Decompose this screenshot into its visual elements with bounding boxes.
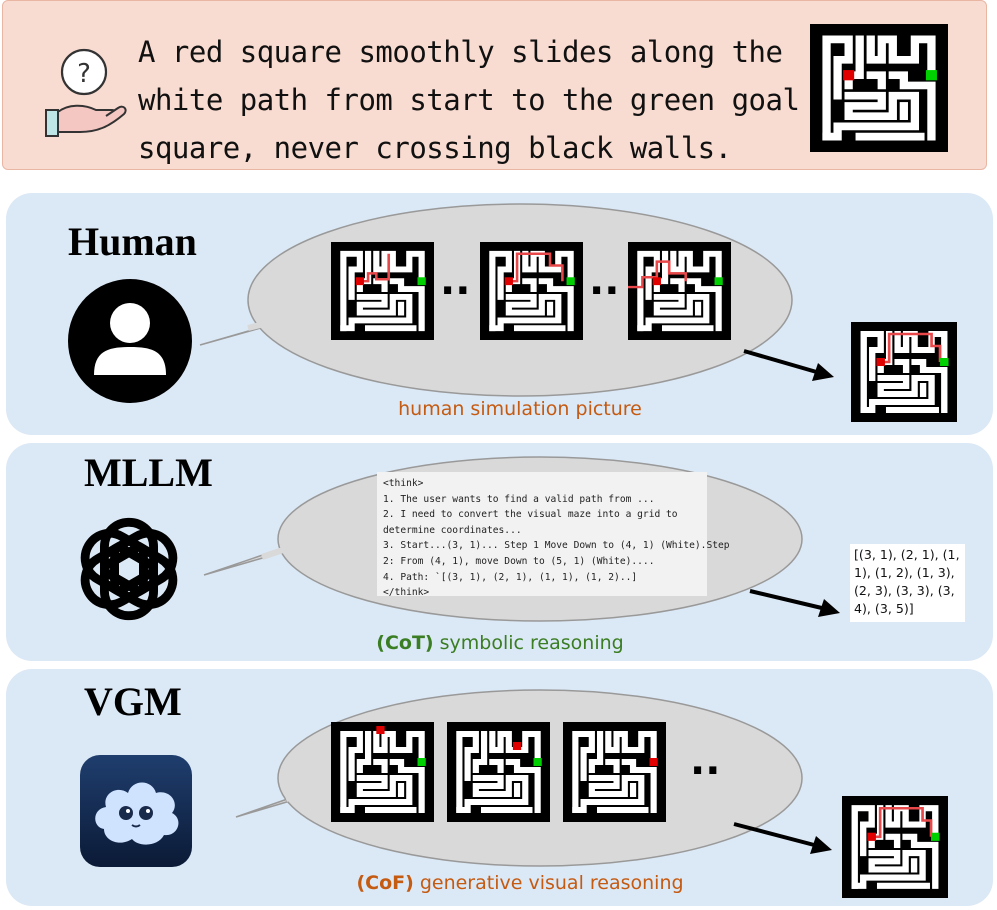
user-avatar-icon bbox=[68, 279, 192, 403]
cot-line: <think> bbox=[383, 478, 424, 489]
answer-path-box: [(3, 1), (2, 1), (1, 1), (1, 2), (1, 3),… bbox=[850, 544, 965, 622]
human-title: Human bbox=[68, 219, 197, 264]
mllm-title: MLLM bbox=[84, 450, 213, 495]
prompt-line-1: A red square smoothly slides along the bbox=[138, 35, 783, 69]
vgm-caption-text: generative visual reasoning bbox=[413, 872, 684, 894]
svg-text:?: ? bbox=[77, 59, 91, 89]
answer-line: (2, 3), (3, 3), (3, bbox=[854, 583, 955, 598]
human-maze-frame-2 bbox=[480, 242, 583, 340]
goal-square bbox=[925, 70, 937, 81]
human-caption: human simulation picture bbox=[398, 398, 642, 420]
vgm-maze-frame-2 bbox=[447, 722, 550, 822]
input-maze-image bbox=[810, 24, 948, 152]
ellipsis-separator-3: ·· bbox=[690, 748, 721, 794]
vgm-title: VGM bbox=[84, 679, 182, 724]
start-square bbox=[843, 70, 855, 81]
answer-line: 4), (3, 5)] bbox=[854, 601, 914, 616]
cot-line: determine coordinates... bbox=[383, 524, 522, 536]
human-maze-frame-3 bbox=[628, 242, 731, 340]
cot-text-box: <think> 1. The user wants to find a vali… bbox=[377, 472, 730, 598]
human-result-maze bbox=[851, 322, 957, 422]
prompt-text: A red square smoothly slides along the w… bbox=[138, 28, 818, 172]
vgm-maze-frame-1 bbox=[331, 722, 434, 822]
cot-line: </think> bbox=[383, 587, 430, 599]
cof-tag: (CoF) bbox=[356, 872, 414, 894]
ellipsis-separator: ·· bbox=[440, 268, 471, 314]
prompt-line-3: square, never crossing black walls. bbox=[138, 131, 732, 165]
cot-line: 2: From (4, 1), move Down to (5, 1) (Whi… bbox=[383, 555, 655, 567]
answer-line: 1), (1, 2), (1, 3), bbox=[854, 565, 955, 580]
arrow-icon bbox=[743, 349, 834, 381]
prompt-line-2: white path from start to the green goal bbox=[138, 83, 800, 117]
answer-line: [(3, 1), (2, 1), (1, bbox=[854, 547, 960, 562]
cot-tag: (CoT) bbox=[376, 632, 434, 654]
mllm-caption-text: symbolic reasoning bbox=[433, 632, 624, 654]
hand-question-icon: ? bbox=[45, 48, 127, 137]
cot-line: 4. Path: `[(3, 1), (2, 1), (1, 1), (1, 2… bbox=[383, 571, 638, 583]
human-maze-frame-1 bbox=[331, 242, 434, 340]
arrow-icon bbox=[749, 589, 840, 617]
cloud-mascot-icon bbox=[80, 755, 192, 867]
cot-line: 1. The user wants to find a valid path f… bbox=[383, 493, 655, 505]
arrow-icon bbox=[733, 822, 832, 854]
vgm-result-maze bbox=[842, 796, 948, 898]
vgm-maze-frame-3 bbox=[563, 722, 666, 822]
vgm-caption: (CoF) generative visual reasoning bbox=[330, 872, 710, 894]
mllm-caption: (CoT) symbolic reasoning bbox=[340, 632, 660, 654]
ellipsis-separator-2: ·· bbox=[589, 268, 620, 314]
openai-logo-icon bbox=[80, 517, 178, 621]
cot-line: 2. I need to convert the visual maze int… bbox=[383, 509, 678, 521]
cot-line: 3. Start...(3, 1)... Step 1 Move Down to… bbox=[383, 540, 730, 552]
